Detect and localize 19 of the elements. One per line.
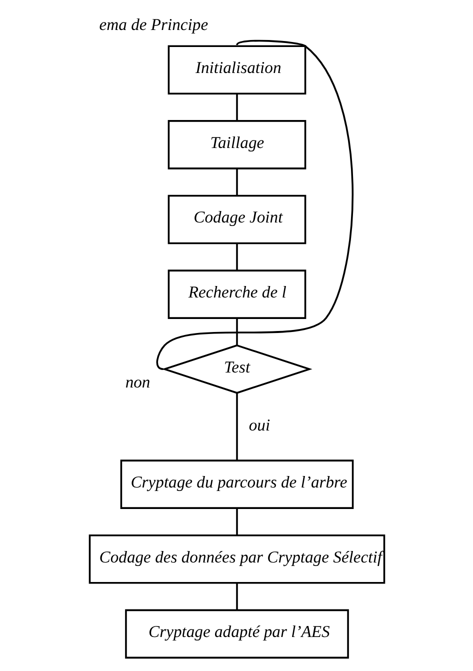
connector	[236, 244, 238, 270]
node-box: Cryptage du parcours de l’arbre	[120, 460, 354, 509]
connector	[236, 168, 238, 196]
node-box: Codage Joint	[167, 194, 306, 244]
node-box: Cryptage adapté par l’AES	[124, 609, 348, 659]
edge-label: oui	[248, 416, 270, 435]
node-box: Initialisation	[167, 45, 306, 95]
diagram-title: ema de Principe	[98, 15, 208, 34]
edge-label: non	[124, 372, 150, 392]
connector	[236, 583, 238, 610]
connector	[236, 393, 238, 460]
connector	[236, 94, 238, 120]
node-box: Recherche de l	[167, 270, 306, 319]
node-diamond: Test	[161, 344, 312, 394]
node-box: Codage des données par Cryptage Sélectif	[88, 534, 385, 584]
node-box: Taillage	[167, 120, 306, 170]
connector	[236, 318, 238, 345]
connector	[156, 40, 353, 370]
connector	[236, 508, 238, 535]
